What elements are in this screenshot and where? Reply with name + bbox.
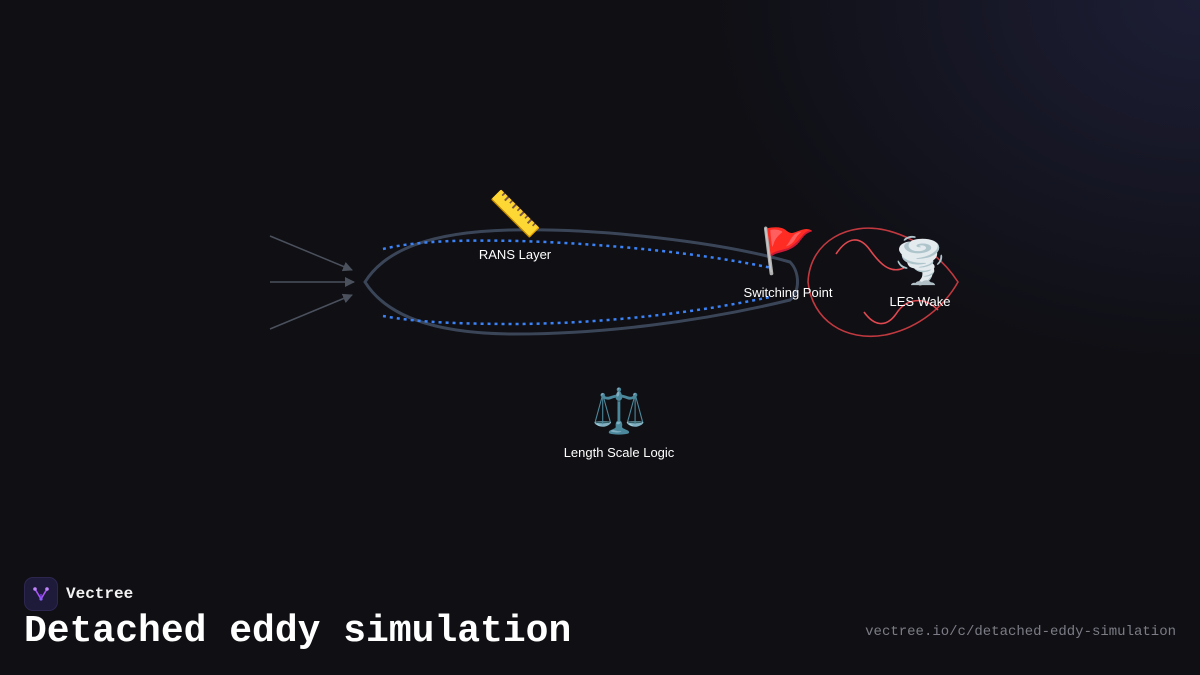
brand-name: Vectree [66,585,134,603]
flag-icon: 🚩 [760,226,816,277]
brand[interactable]: Vectree [24,577,133,611]
page-title: Detached eddy simulation [24,610,572,653]
page-url[interactable]: vectree.io/c/detached-eddy-simulation [865,624,1176,640]
rans-layer-label: RANS Layer [478,247,552,262]
inflow-arrow-top [269,235,353,272]
ruler-icon: 📏 [487,189,543,240]
boundary-layer-upper [382,239,773,270]
tornado-icon: 🌪️ [892,236,948,287]
les-wake-label: LES Wake [889,294,951,309]
wake-eddy-upper [835,239,905,271]
switching-point-label: Switching Point [743,285,833,300]
inflow-arrow-bottom [269,293,353,330]
les-wake-region [807,227,959,337]
scales-icon: ⚖️ [591,386,647,437]
vectree-logo-icon [24,577,58,611]
length-scale-logic-label: Length Scale Logic [563,445,675,460]
wake-eddy-lower [863,299,939,325]
airfoil-outline [363,228,799,336]
boundary-layer-lower [382,295,771,326]
